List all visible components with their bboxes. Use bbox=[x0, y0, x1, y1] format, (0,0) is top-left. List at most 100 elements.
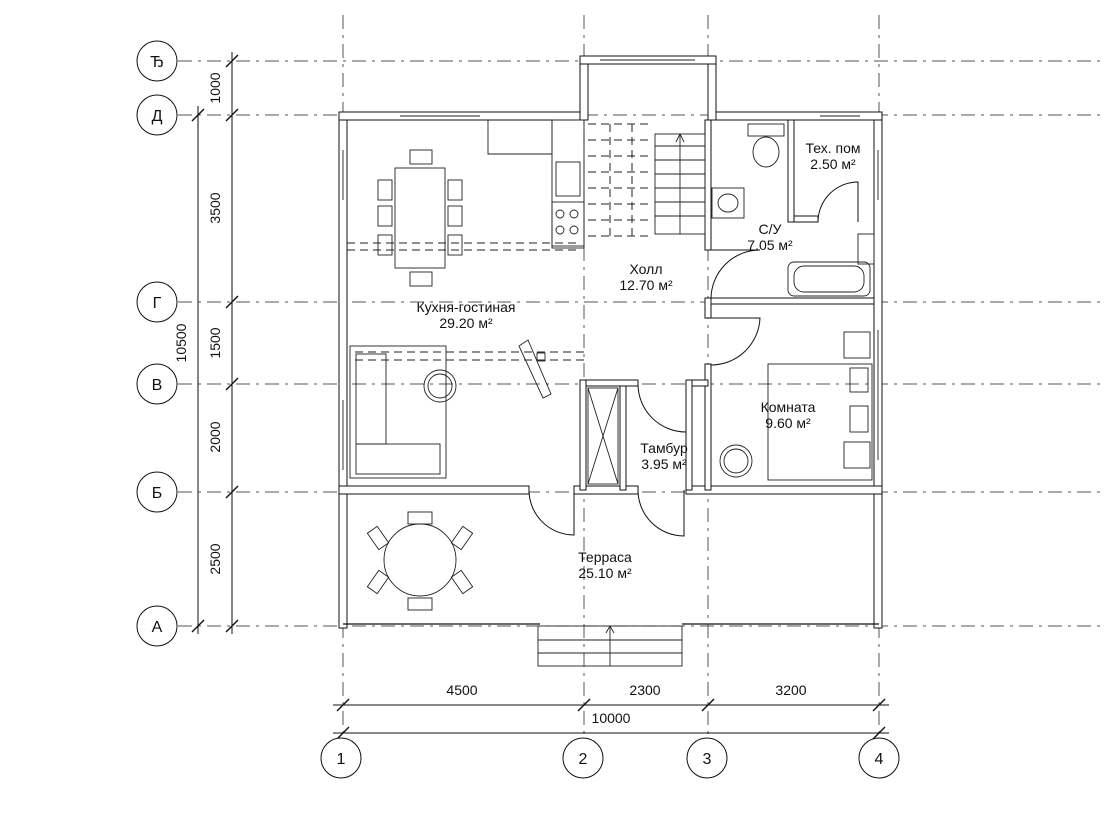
dim-col-3: 3200 bbox=[775, 682, 806, 698]
axis-marker-row-d: Д bbox=[136, 94, 178, 136]
dim-row-3: 1500 bbox=[207, 327, 223, 358]
door-vestibule-terrace bbox=[637, 489, 685, 537]
room-name-bath: С/У bbox=[759, 221, 782, 237]
kitchen-counter-side bbox=[551, 119, 585, 249]
attic-ladder bbox=[518, 339, 552, 399]
row-axis-markers: Ђ Д Г В Б А bbox=[136, 40, 178, 647]
terrace-west bbox=[338, 493, 348, 629]
floor-lamp bbox=[423, 369, 457, 403]
dim-overall-vertical: 10500 bbox=[173, 323, 189, 362]
axis-label-col-3: 3 bbox=[703, 751, 712, 768]
axis-label-row-d: Д bbox=[152, 108, 163, 125]
axis-marker-col-4: 4 bbox=[858, 737, 900, 779]
room-area-tech: 2.50 м² bbox=[810, 156, 856, 172]
walls bbox=[338, 55, 883, 629]
axis-label-col-4: 4 bbox=[875, 751, 884, 768]
axis-marker-row-v: В bbox=[136, 363, 178, 405]
room-labels: Кухня-гостиная 29.20 м² Холл 12.70 м² Те… bbox=[416, 140, 860, 581]
sofa bbox=[349, 345, 447, 479]
axis-marker-col-2: 2 bbox=[562, 737, 604, 779]
door-room bbox=[710, 317, 761, 366]
axis-marker-row-a: А bbox=[136, 605, 178, 647]
room-name-room: Комната bbox=[761, 399, 816, 415]
room-name-hall: Холл bbox=[630, 261, 663, 277]
bathtub bbox=[787, 261, 871, 297]
room-name-tech: Тех. пом bbox=[805, 140, 860, 156]
wall-stair-east bbox=[707, 55, 717, 121]
axis-marker-row-b: Б bbox=[136, 471, 178, 513]
room-name-vestibule: Тамбур bbox=[640, 440, 688, 456]
door-bath bbox=[710, 249, 761, 300]
terrace-chairs bbox=[366, 511, 474, 611]
column-axis-markers: 1 2 3 4 bbox=[320, 737, 900, 779]
room-area-bath: 7.05 м² bbox=[747, 237, 793, 253]
axis-label-row-v: В bbox=[152, 377, 163, 394]
doors bbox=[528, 181, 859, 537]
wall-vestibule-west bbox=[579, 379, 587, 491]
bed bbox=[767, 363, 873, 481]
round-stool bbox=[719, 444, 753, 478]
kitchen-furniture bbox=[347, 119, 585, 287]
wall-tech-south bbox=[793, 215, 819, 223]
stove bbox=[551, 201, 585, 247]
axis-marker-row-g: Г bbox=[136, 281, 178, 323]
wall-bath-room bbox=[710, 297, 875, 305]
room-area-kitchen: 29.20 м² bbox=[439, 315, 493, 331]
wall-partition-hall-room-top bbox=[704, 297, 712, 319]
dining-table bbox=[394, 167, 446, 269]
room-name-kitchen: Кухня-гостиная bbox=[416, 299, 515, 315]
axis-grid bbox=[178, 15, 1100, 740]
room-area-room: 9.60 м² bbox=[765, 415, 811, 431]
axis-label-row-dje: Ђ bbox=[150, 54, 164, 71]
bathroom-fixtures bbox=[711, 123, 875, 297]
wall-vestibule-north bbox=[585, 379, 639, 387]
dim-row-2: 3500 bbox=[207, 192, 223, 223]
staircase bbox=[588, 123, 706, 240]
axis-marker-col-1: 1 bbox=[320, 737, 362, 779]
windows bbox=[342, 115, 879, 470]
washbasin bbox=[711, 187, 745, 219]
living-furniture bbox=[349, 339, 585, 479]
sink bbox=[555, 161, 581, 197]
wall-south-right bbox=[685, 485, 883, 495]
dim-col-2: 2300 bbox=[629, 682, 660, 698]
wall-partition-room bbox=[704, 363, 712, 491]
door-living-terrace bbox=[528, 489, 575, 536]
axis-label-row-b: Б bbox=[152, 485, 163, 502]
axis-marker-col-3: 3 bbox=[686, 737, 728, 779]
door-tech bbox=[817, 181, 859, 223]
wall-stair-west bbox=[579, 55, 589, 121]
room-area-hall: 12.70 м² bbox=[619, 277, 673, 293]
dim-row-5: 2500 bbox=[207, 543, 223, 574]
axis-label-col-1: 1 bbox=[337, 751, 346, 768]
vestibule-wardrobe bbox=[587, 387, 619, 485]
axis-marker-row-dje: Ђ bbox=[136, 40, 178, 82]
bedroom-furniture bbox=[719, 331, 873, 481]
dim-row-4: 2000 bbox=[207, 421, 223, 452]
axis-label-col-2: 2 bbox=[579, 751, 588, 768]
axis-label-row-g: Г bbox=[153, 295, 162, 312]
horizontal-dimensions: 4500 2300 3200 10000 bbox=[333, 682, 889, 740]
wall-south-left bbox=[338, 485, 530, 495]
dim-overall-horizontal: 10000 bbox=[592, 710, 631, 726]
vertical-dimensions: 1000 3500 1500 2000 2500 10500 bbox=[173, 52, 239, 634]
terrace-east bbox=[873, 493, 883, 629]
room-name-terrace: Терраса bbox=[578, 549, 632, 565]
wall-vestibule-inner bbox=[619, 385, 627, 491]
dining-chairs bbox=[377, 149, 463, 287]
dim-col-1: 4500 bbox=[446, 682, 477, 698]
door-vestibule-hall bbox=[637, 383, 687, 433]
room-area-vestibule: 3.95 м² bbox=[641, 456, 687, 472]
wall-tech-west bbox=[787, 119, 795, 223]
toilet-tank bbox=[747, 123, 785, 137]
dim-row-1: 1000 bbox=[207, 72, 223, 103]
wall-partition-hall-bath bbox=[704, 119, 712, 251]
room-area-terrace: 25.10 м² bbox=[578, 565, 632, 581]
terrace-furniture bbox=[366, 511, 683, 667]
terrace-table bbox=[383, 523, 457, 597]
toilet-bowl bbox=[752, 136, 780, 168]
wall-vestibule-east bbox=[685, 379, 693, 491]
axis-label-row-a: А bbox=[152, 619, 163, 636]
kitchen-counter-top bbox=[487, 120, 553, 155]
